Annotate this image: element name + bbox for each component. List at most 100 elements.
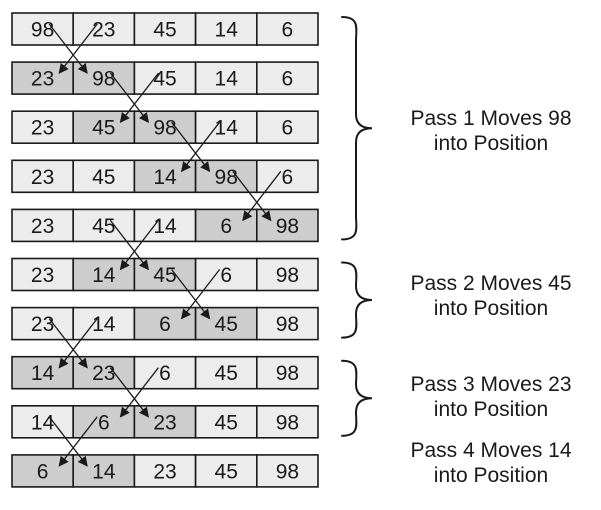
array-cell — [133, 355, 197, 390]
swap-arrow-2 — [109, 72, 159, 123]
array-cell-value: 45 — [92, 215, 115, 238]
pass-braces — [341, 16, 373, 437]
array-cell-value: 45 — [92, 117, 115, 140]
array-cell-value: 6 — [159, 313, 171, 336]
array-cell — [72, 159, 136, 194]
array-cell-value: 6 — [282, 19, 294, 42]
array-cell — [194, 454, 258, 488]
pass-1-line-2: into Position — [433, 132, 549, 155]
arrow-left — [242, 170, 282, 222]
arrow-left — [58, 416, 98, 467]
array-cell — [255, 61, 319, 95]
arrow-right — [48, 318, 88, 369]
array-cell-value: 45 — [215, 313, 238, 336]
array-row-2: 23 98 45 14 6 — [11, 61, 319, 95]
array-cell-value: 98 — [153, 117, 176, 140]
swap-arrow-6 — [171, 269, 221, 320]
array-cell-value: 23 — [92, 362, 115, 385]
array-cell — [194, 110, 258, 144]
array-cell — [255, 159, 319, 194]
array-cell — [133, 12, 197, 46]
pass-3-line-1: Pass 3 Moves 23 — [410, 373, 572, 396]
brace-2 — [341, 261, 373, 339]
array-cell-value: 23 — [31, 117, 54, 140]
pass-2-label: Pass 2 Moves 45 into Position — [375, 271, 601, 321]
array-cell-value: 98 — [215, 166, 238, 189]
array-cell-value: 14 — [153, 215, 177, 238]
arrow-right — [109, 367, 150, 418]
array-cell — [133, 61, 197, 95]
array-cell-value: 45 — [153, 264, 176, 287]
array-cell-value: 14 — [215, 117, 239, 140]
array-cell-value: 98 — [92, 68, 115, 91]
array-cell — [133, 208, 197, 243]
array-cell — [255, 404, 319, 439]
swap-arrow-7 — [48, 318, 98, 369]
array-cell-value: 6 — [282, 117, 294, 140]
pass-4-label: Pass 4 Moves 14 into Position — [375, 438, 601, 488]
array-cell-value: 98 — [276, 313, 299, 336]
array-cell-value: 14 — [92, 313, 116, 336]
array-cell-value: 98 — [31, 19, 54, 42]
array-cell-value: 14 — [92, 264, 116, 287]
array-cell-value: 14 — [153, 166, 177, 189]
array-cell-value: 14 — [215, 19, 239, 42]
arrow-right — [109, 220, 150, 271]
array-cell-value: 14 — [31, 362, 55, 385]
array-cell — [11, 12, 75, 46]
array-cell-value: 6 — [282, 68, 294, 91]
array-cell-value: 23 — [31, 68, 54, 91]
swap-arrows — [48, 23, 282, 467]
array-cell — [255, 454, 319, 488]
array-cell-value: 23 — [153, 411, 176, 434]
array-cell-value: 23 — [31, 264, 54, 287]
swap-arrow-1 — [48, 23, 98, 74]
array-cell — [194, 61, 258, 95]
array-cell-value: 98 — [276, 264, 299, 287]
swap-arrow-5 — [109, 220, 159, 271]
pass-4-line-1: Pass 4 Moves 14 — [410, 439, 572, 462]
brace-3 — [341, 359, 373, 437]
array-cell-value: 23 — [31, 166, 54, 189]
array-cell-value: 23 — [31, 215, 54, 238]
pass-2-line-1: Pass 2 Moves 45 — [410, 272, 572, 295]
array-cell-value: 23 — [92, 19, 115, 42]
arrow-right — [171, 269, 211, 320]
array-cell-value: 45 — [153, 68, 176, 91]
array-cell-value: 14 — [215, 68, 239, 91]
arrow-right — [171, 121, 211, 173]
array-cell — [255, 110, 319, 144]
array-cell-value: 98 — [276, 215, 299, 238]
array-cell-value: 98 — [276, 460, 299, 483]
arrow-right — [48, 416, 88, 467]
arrow-left — [58, 318, 98, 369]
swap-arrow-4 — [232, 170, 282, 222]
array-cell-value: 14 — [31, 411, 55, 434]
array-cell-value: 98 — [276, 411, 299, 434]
array-cell-value: 45 — [215, 362, 238, 385]
array-cell-value: 45 — [92, 166, 115, 189]
array-cell-value: 6 — [37, 460, 49, 483]
pass-1-line-1: Pass 1 Moves 98 — [410, 107, 572, 130]
array-cell — [72, 12, 136, 46]
array-cell — [11, 306, 75, 341]
array-cell — [11, 404, 75, 439]
arrow-right — [109, 72, 150, 123]
array-cell-value: 23 — [153, 460, 176, 483]
array-row-6: 23 14 45 6 98 — [11, 257, 319, 292]
array-cell-value: 23 — [31, 313, 54, 336]
array-cell — [11, 208, 75, 243]
swap-arrow-3 — [171, 121, 221, 173]
array-cell-value: 14 — [92, 460, 116, 483]
arrow-left — [119, 72, 159, 123]
arrow-left — [119, 367, 159, 418]
array-cell-value: 6 — [159, 362, 171, 385]
swap-arrow-8 — [109, 367, 159, 418]
array-cell-value: 6 — [220, 264, 232, 287]
